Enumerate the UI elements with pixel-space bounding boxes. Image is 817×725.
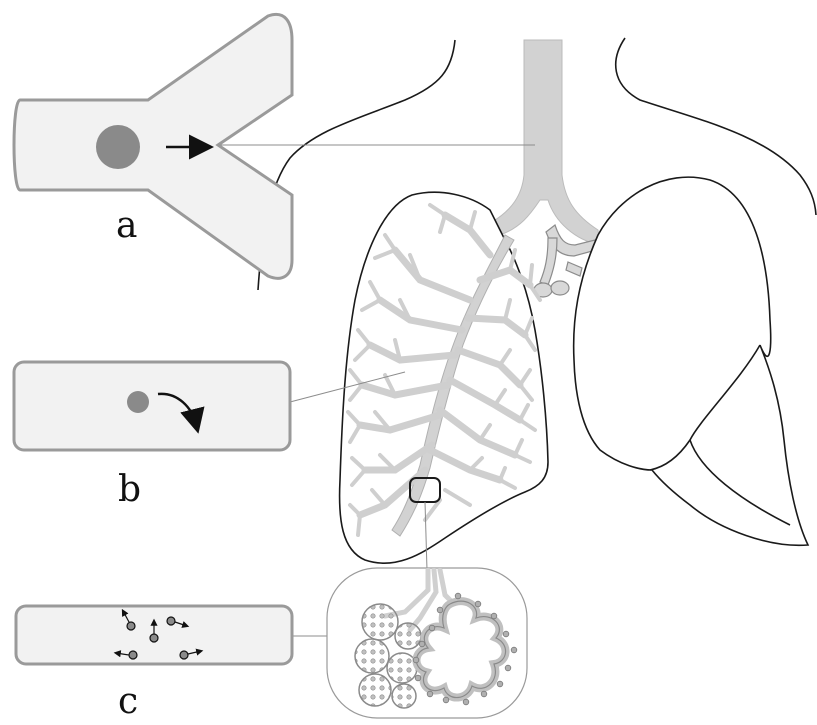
left-lung xyxy=(340,192,548,563)
right-lung-outline xyxy=(574,177,808,545)
right-lung xyxy=(574,177,808,545)
bifurcation-tube xyxy=(14,14,292,278)
particle-diffusion xyxy=(167,617,175,625)
panel-a-bifurcation xyxy=(14,14,292,278)
particle-impaction xyxy=(96,125,140,169)
panel-label-a: a xyxy=(116,208,137,244)
particle-diffusion xyxy=(150,634,158,642)
panel-label-c: c xyxy=(118,684,138,720)
sedimentation-tube xyxy=(14,362,290,450)
panel-b-sedimentation xyxy=(14,362,290,450)
particle-diffusion xyxy=(129,651,137,659)
panel-label-b: b xyxy=(118,472,141,508)
particle-sedimentation xyxy=(127,391,149,413)
alveolar-inset xyxy=(327,568,527,718)
panel-c-diffusion xyxy=(16,606,292,664)
particle-diffusion xyxy=(127,622,135,630)
particle-diffusion xyxy=(180,651,188,659)
trachea xyxy=(492,40,600,245)
